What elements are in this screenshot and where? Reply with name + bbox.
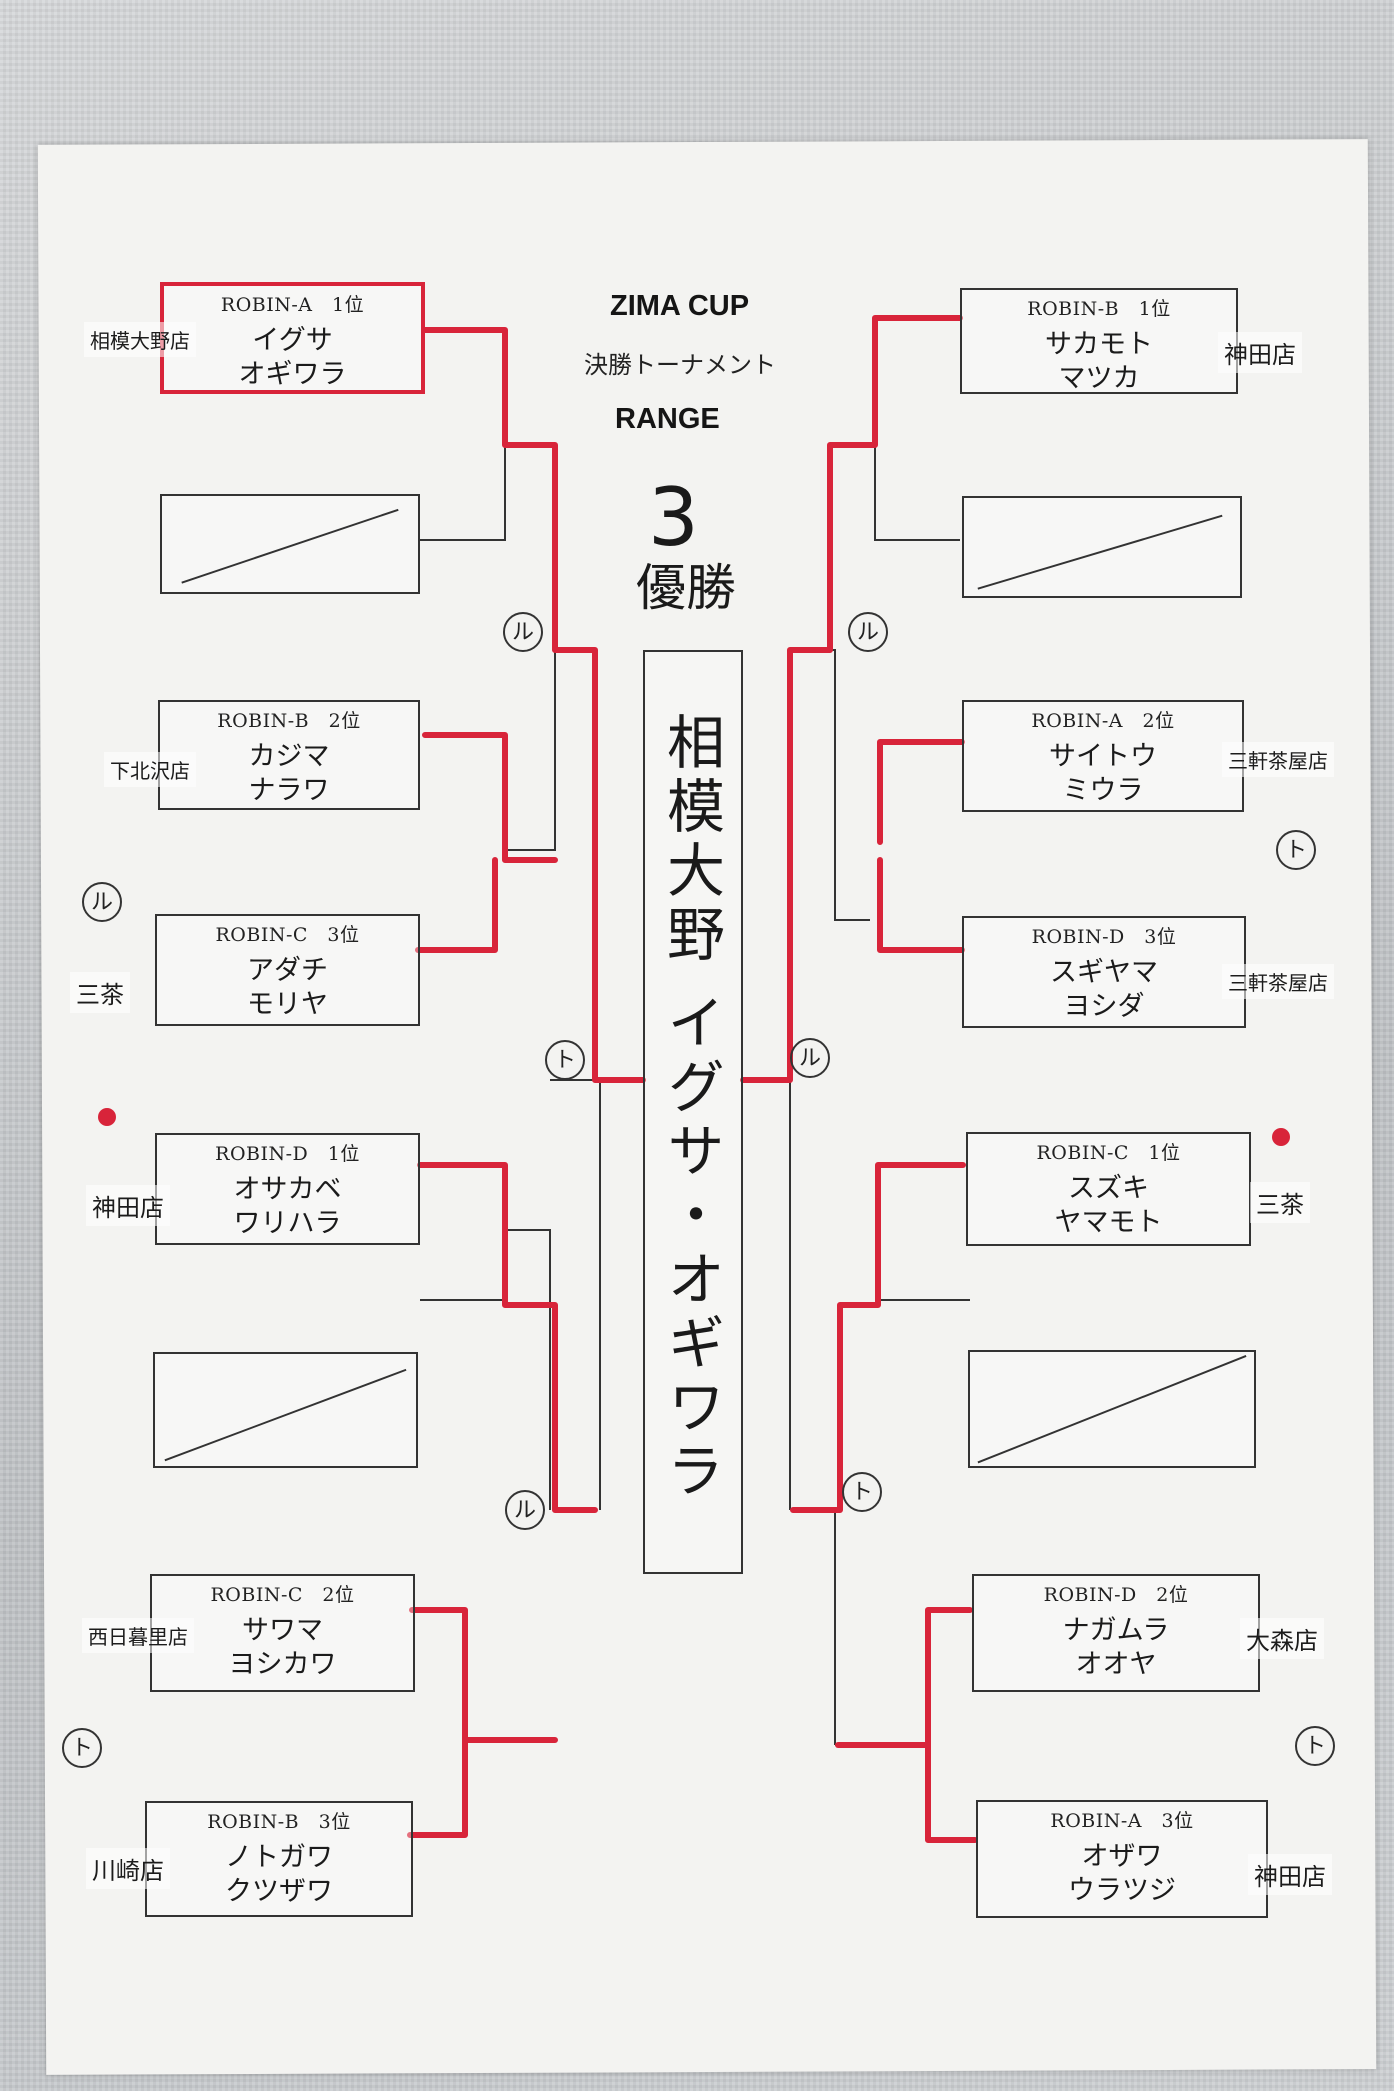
left-store-8: 川崎店 xyxy=(86,1848,170,1889)
player-1: ナガムラ xyxy=(1062,1615,1170,1646)
circle-mark: ル xyxy=(82,882,122,922)
player-1: スギヤマ xyxy=(1050,957,1158,988)
left-match-box-8: ROBIN-B 3位 ノトガワ クツザワ xyxy=(145,1801,413,1917)
champion-box: 相模大野 イグサ・オギワラ xyxy=(643,650,743,1574)
circle-mark: ル xyxy=(503,612,543,652)
left-store-4: 三茶 xyxy=(70,972,130,1013)
bye-slash xyxy=(181,508,399,584)
seed-label: ROBIN-C 2位 xyxy=(210,1584,355,1606)
seed-label: ROBIN-D 2位 xyxy=(1043,1584,1189,1606)
left-store-1: 相模大野店 xyxy=(84,322,196,357)
champion-label: 優勝 xyxy=(636,559,736,617)
circle-mark: ル xyxy=(790,1038,830,1078)
right-store-4: 三軒茶屋店 xyxy=(1222,964,1334,999)
player-1: カジマ xyxy=(248,741,330,772)
seed-label: ROBIN-C 3位 xyxy=(215,924,360,946)
player-2: オオヤ xyxy=(1075,1649,1157,1680)
player-2: クツザワ xyxy=(225,1876,333,1907)
champion-name: 相模大野 イグサ・オギワラ xyxy=(657,711,725,1505)
circle-mark: ル xyxy=(848,612,888,652)
player-2: オギワラ xyxy=(238,359,347,390)
right-match-box-3: ROBIN-A 2位 サイトウ ミウラ xyxy=(962,700,1244,812)
player-2: ヤマモト xyxy=(1054,1207,1163,1238)
player-2: ワリハラ xyxy=(233,1208,342,1239)
seed-label: ROBIN-B 1位 xyxy=(1027,298,1171,320)
right-store-5: 三茶 xyxy=(1250,1182,1310,1223)
left-store-3: 下北沢店 xyxy=(104,752,196,787)
player-1: サワマ xyxy=(242,1615,323,1646)
right-bye-box-2 xyxy=(962,496,1242,598)
left-match-box-7: ROBIN-C 2位 サワマ ヨシカワ xyxy=(150,1574,415,1692)
player-2: モリヤ xyxy=(247,989,328,1020)
right-bye-box-6 xyxy=(968,1350,1256,1468)
tournament-subtitle: 決勝トーナメント xyxy=(584,351,776,379)
left-store-7: 西日暮里店 xyxy=(82,1618,194,1653)
count-number: 3 xyxy=(648,471,699,564)
player-2: ナラワ xyxy=(248,775,330,806)
player-2: ウラツジ xyxy=(1068,1875,1176,1906)
seed-label: ROBIN-B 2位 xyxy=(217,710,361,732)
player-1: サカモト xyxy=(1045,329,1153,360)
seed-label: ROBIN-D 1位 xyxy=(215,1143,360,1165)
red-dot xyxy=(1272,1128,1290,1146)
seed-label: ROBIN-C 1位 xyxy=(1036,1142,1181,1164)
player-1: オサカベ xyxy=(233,1174,342,1205)
left-match-box-4: ROBIN-C 3位 アダチ モリヤ xyxy=(155,914,420,1026)
player-2: ミウラ xyxy=(1062,775,1144,806)
circle-mark: ト xyxy=(62,1728,102,1768)
right-match-box-1: ROBIN-B 1位 サカモト マツカ xyxy=(960,288,1238,394)
seed-label: ROBIN-A 1位 xyxy=(220,294,365,316)
right-store-8: 神田店 xyxy=(1248,1854,1332,1895)
venue-title: RANGE xyxy=(615,403,720,435)
left-store-5: 神田店 xyxy=(86,1185,170,1226)
right-match-box-4: ROBIN-D 3位 スギヤマ ヨシダ xyxy=(962,916,1246,1028)
circle-mark: ル xyxy=(505,1490,545,1530)
bye-slash xyxy=(977,514,1223,590)
seed-label: ROBIN-B 3位 xyxy=(207,1811,351,1833)
player-2: ヨシカワ xyxy=(228,1649,337,1680)
seed-label: ROBIN-D 3位 xyxy=(1031,926,1177,948)
circle-mark: ト xyxy=(842,1472,882,1512)
red-dot xyxy=(98,1108,116,1126)
left-match-box-5: ROBIN-D 1位 オサカベ ワリハラ xyxy=(155,1133,420,1245)
bye-slash xyxy=(164,1368,407,1462)
right-match-box-8: ROBIN-A 3位 オザワ ウラツジ xyxy=(976,1800,1268,1918)
player-1: サイトウ xyxy=(1049,741,1157,772)
player-1: アダチ xyxy=(247,955,328,986)
right-store-7: 大森店 xyxy=(1240,1618,1324,1659)
right-match-box-7: ROBIN-D 2位 ナガムラ オオヤ xyxy=(972,1574,1260,1692)
player-2: マツカ xyxy=(1058,363,1140,394)
seed-label: ROBIN-A 3位 xyxy=(1050,1810,1194,1832)
player-1: オザワ xyxy=(1081,1841,1163,1872)
circle-mark: ト xyxy=(1276,830,1316,870)
right-store-3: 三軒茶屋店 xyxy=(1222,742,1334,777)
left-bye-box-6 xyxy=(153,1352,418,1468)
right-match-box-5: ROBIN-C 1位 スズキ ヤマモト xyxy=(966,1132,1251,1246)
circle-mark: ト xyxy=(1295,1726,1335,1766)
player-2: ヨシダ xyxy=(1063,991,1145,1022)
player-1: イグサ xyxy=(252,325,333,356)
left-match-box-1: ROBIN-A 1位 イグサ オギワラ xyxy=(160,282,425,394)
player-1: スズキ xyxy=(1068,1173,1149,1204)
right-store-1: 神田店 xyxy=(1218,332,1302,373)
seed-label: ROBIN-A 2位 xyxy=(1031,710,1175,732)
bye-slash xyxy=(977,1355,1247,1464)
left-bye-box-2 xyxy=(160,494,420,594)
circle-mark: ト xyxy=(545,1040,585,1080)
cup-title: ZIMA CUP xyxy=(610,290,750,322)
left-match-box-3: ROBIN-B 2位 カジマ ナラワ xyxy=(158,700,420,810)
player-1: ノトガワ xyxy=(225,1842,333,1873)
